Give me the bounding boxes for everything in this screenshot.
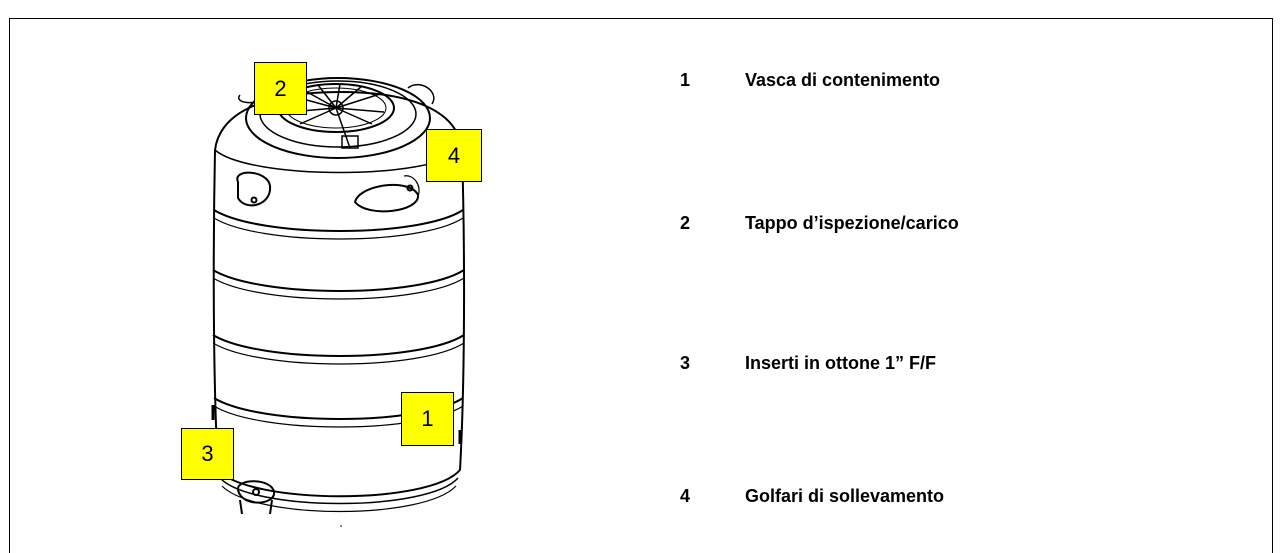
tank-left-side — [212, 149, 219, 471]
lid-outer-ring — [245, 77, 431, 159]
legend-number: 2 — [680, 213, 691, 233]
legend-label: Golfari di sollevamento — [745, 486, 945, 506]
legend-label: Vasca di contenimento — [745, 70, 941, 90]
callout-2: 2 — [254, 62, 307, 115]
callout-4: 4 — [426, 129, 482, 182]
tank-bottom — [217, 469, 461, 498]
tank-dome — [214, 90, 463, 151]
legend-number: 4 — [680, 486, 691, 506]
lifting-eye-left — [236, 171, 272, 207]
tank-rib-1 — [213, 209, 464, 232]
legend-label: Tappo d’ispezione/carico — [745, 213, 959, 233]
tank-right-side — [459, 149, 466, 471]
callout-1: 1 — [401, 392, 454, 446]
legend-number: 3 — [680, 353, 691, 373]
brass-insert-shape — [237, 480, 275, 504]
figure-frame — [9, 18, 1273, 553]
lifting-eye-right-top — [407, 83, 435, 105]
tank-rib-2 — [212, 269, 465, 292]
legend-number: 1 — [680, 70, 691, 90]
tank-rib-3 — [212, 334, 465, 357]
callout-3: 3 — [181, 428, 234, 480]
legend-label: Inserti in ottone 1” F/F — [745, 353, 937, 373]
